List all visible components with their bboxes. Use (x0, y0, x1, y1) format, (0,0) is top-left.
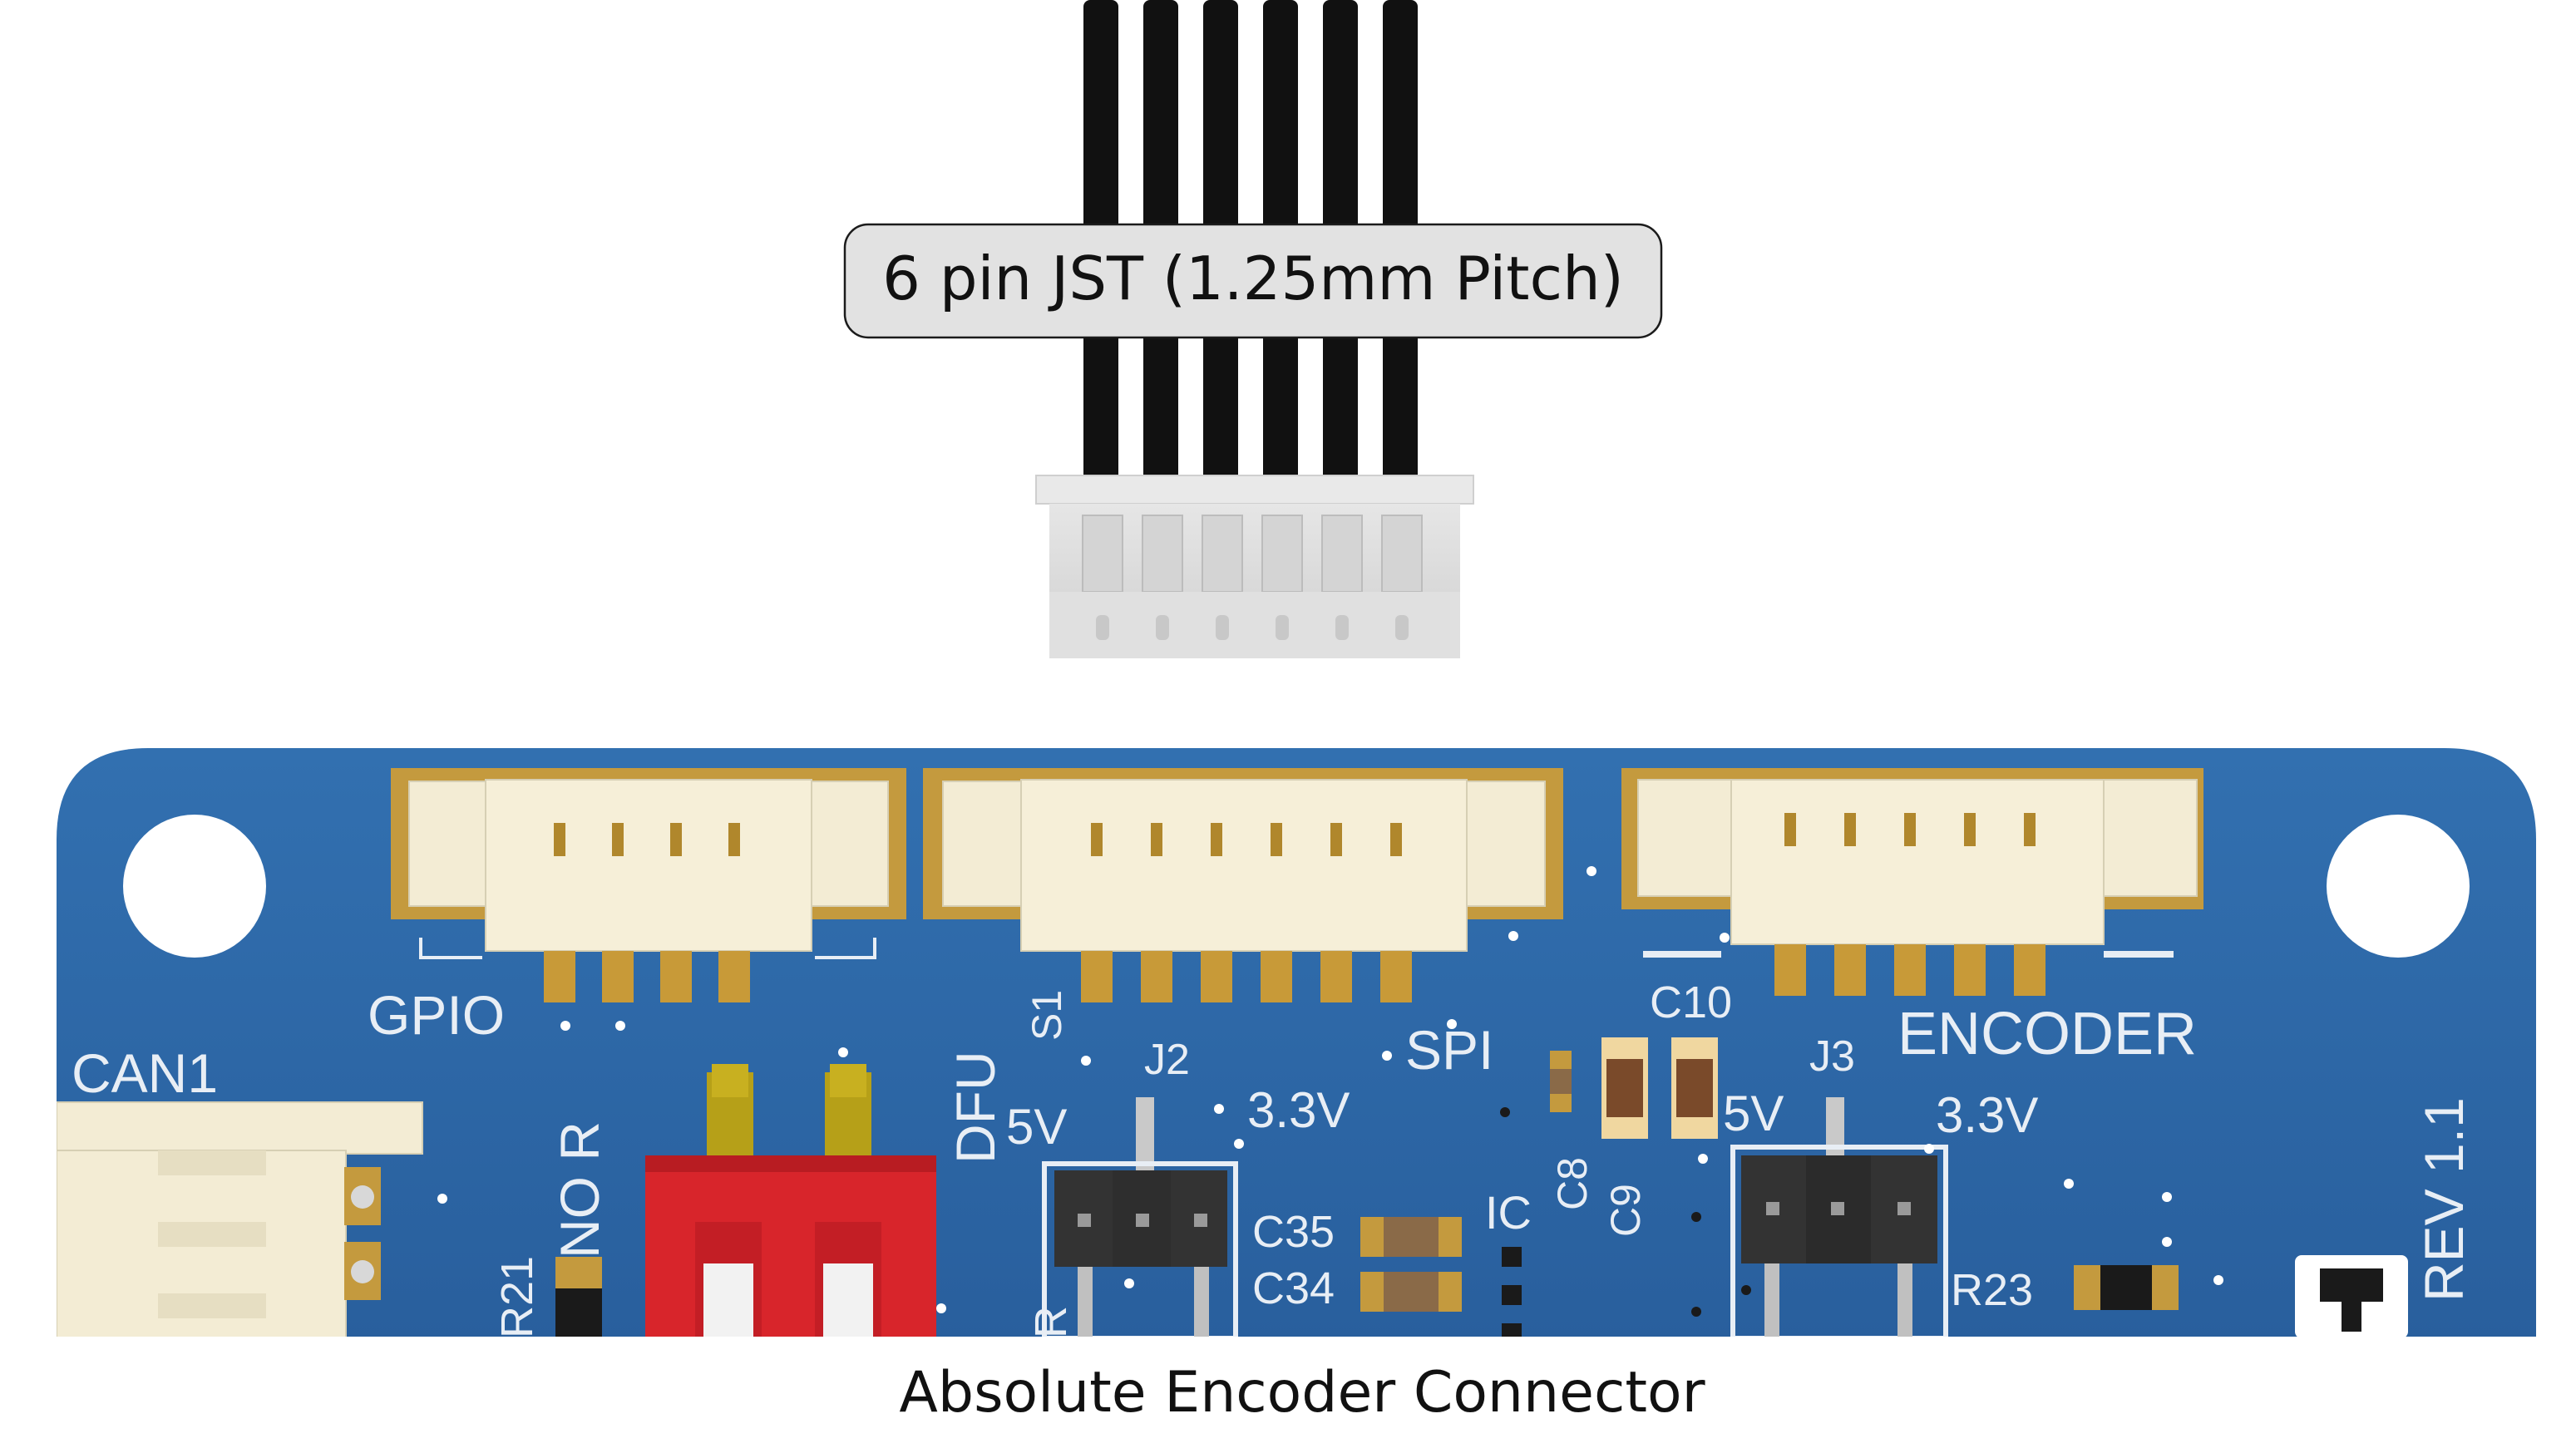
diagram-caption: Absolute Encoder Connector (899, 1360, 1705, 1426)
label-5v-left: 5V (1006, 1099, 1067, 1155)
label-c8: C8 (1549, 1157, 1596, 1210)
jumper-j3 (1730, 1097, 1948, 1337)
mounting-hole-right (2327, 815, 2470, 958)
encoder-connector (1621, 768, 2203, 996)
label-5v-right: 5V (1723, 1086, 1784, 1141)
gpio-connector (391, 768, 906, 1002)
label-rev: REV 1.1 (2413, 1097, 2475, 1302)
jst-plug (1035, 475, 1474, 658)
label-c9: C9 (1602, 1184, 1649, 1237)
label-3v3-left: 3.3V (1247, 1082, 1350, 1138)
can1-connector (57, 1101, 423, 1337)
label-no-r: NO R (549, 1121, 610, 1258)
label-s1: S1 (1024, 990, 1070, 1041)
cable-label: 6 pin JST (1.25mm Pitch) (882, 244, 1624, 313)
label-r21: R21 (492, 1256, 542, 1338)
label-r23: R23 (1951, 1265, 2033, 1315)
label-3v3-right: 3.3V (1936, 1087, 2038, 1143)
label-can1: CAN1 (72, 1042, 218, 1104)
label-j2: J2 (1144, 1036, 1190, 1084)
label-spi: SPI (1405, 1019, 1493, 1081)
smd-components (437, 866, 2408, 1337)
label-ic: IC (1485, 1186, 1532, 1239)
label-c34: C34 (1252, 1263, 1335, 1313)
jumper-j2 (1042, 1097, 1238, 1337)
pcb-board: GPIO CAN1 J2 SPI C10 ENCODER J3 5V 3.3V … (57, 748, 2536, 1338)
mounting-hole-left (123, 815, 266, 958)
cable-label-callout: 6 pin JST (1.25mm Pitch) (843, 223, 1663, 339)
label-encoder: ENCODER (1897, 1001, 2197, 1067)
silkscreen: GPIO CAN1 J2 SPI C10 ENCODER J3 5V 3.3V … (72, 978, 2475, 1338)
label-gpio: GPIO (368, 984, 505, 1046)
label-j3: J3 (1809, 1032, 1855, 1081)
label-c10: C10 (1650, 978, 1732, 1027)
label-c35: C35 (1252, 1207, 1335, 1257)
label-dfu: DFU (945, 1051, 1006, 1164)
label-r-left: R (1026, 1306, 1076, 1338)
spi-connector (923, 768, 1563, 1002)
dip-switch (645, 1064, 936, 1337)
